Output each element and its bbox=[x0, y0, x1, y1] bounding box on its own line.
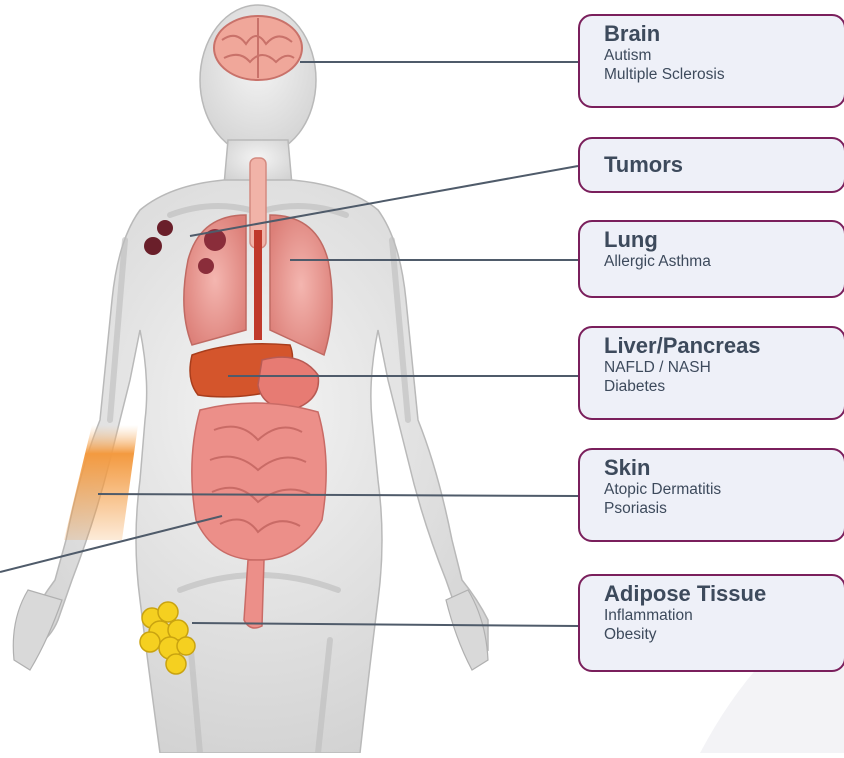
callout-adipose-tissue: Adipose Tissue Inflammation Obesity bbox=[578, 574, 844, 672]
callout-item: Inflammation bbox=[604, 606, 834, 625]
callout-title: Adipose Tissue bbox=[604, 582, 834, 606]
callout-item: Allergic Asthma bbox=[604, 252, 834, 271]
callout-item: Diabetes bbox=[604, 377, 834, 396]
callout-item: Atopic Dermatitis bbox=[604, 480, 834, 499]
callout-item: Psoriasis bbox=[604, 499, 834, 518]
callout-title: Lung bbox=[604, 228, 834, 252]
callout-tumors: Tumors bbox=[578, 137, 844, 193]
callout-liver-pancreas: Liver/Pancreas NAFLD / NASH Diabetes bbox=[578, 326, 844, 420]
callout-item: Multiple Sclerosis bbox=[604, 65, 834, 84]
callout-item: Obesity bbox=[604, 625, 834, 644]
callout-title: Liver/Pancreas bbox=[604, 334, 834, 358]
callout-skin: Skin Atopic Dermatitis Psoriasis bbox=[578, 448, 844, 542]
callout-title: Skin bbox=[604, 456, 834, 480]
callout-item: Autism bbox=[604, 46, 834, 65]
brain-organ bbox=[214, 16, 302, 80]
callout-lung: Lung Allergic Asthma bbox=[578, 220, 844, 298]
callout-brain: Brain Autism Multiple Sclerosis bbox=[578, 14, 844, 108]
callout-title: Brain bbox=[604, 22, 834, 46]
callout-item: NAFLD / NASH bbox=[604, 358, 834, 377]
callout-title: Tumors bbox=[604, 153, 834, 177]
skin-highlight bbox=[64, 425, 138, 540]
